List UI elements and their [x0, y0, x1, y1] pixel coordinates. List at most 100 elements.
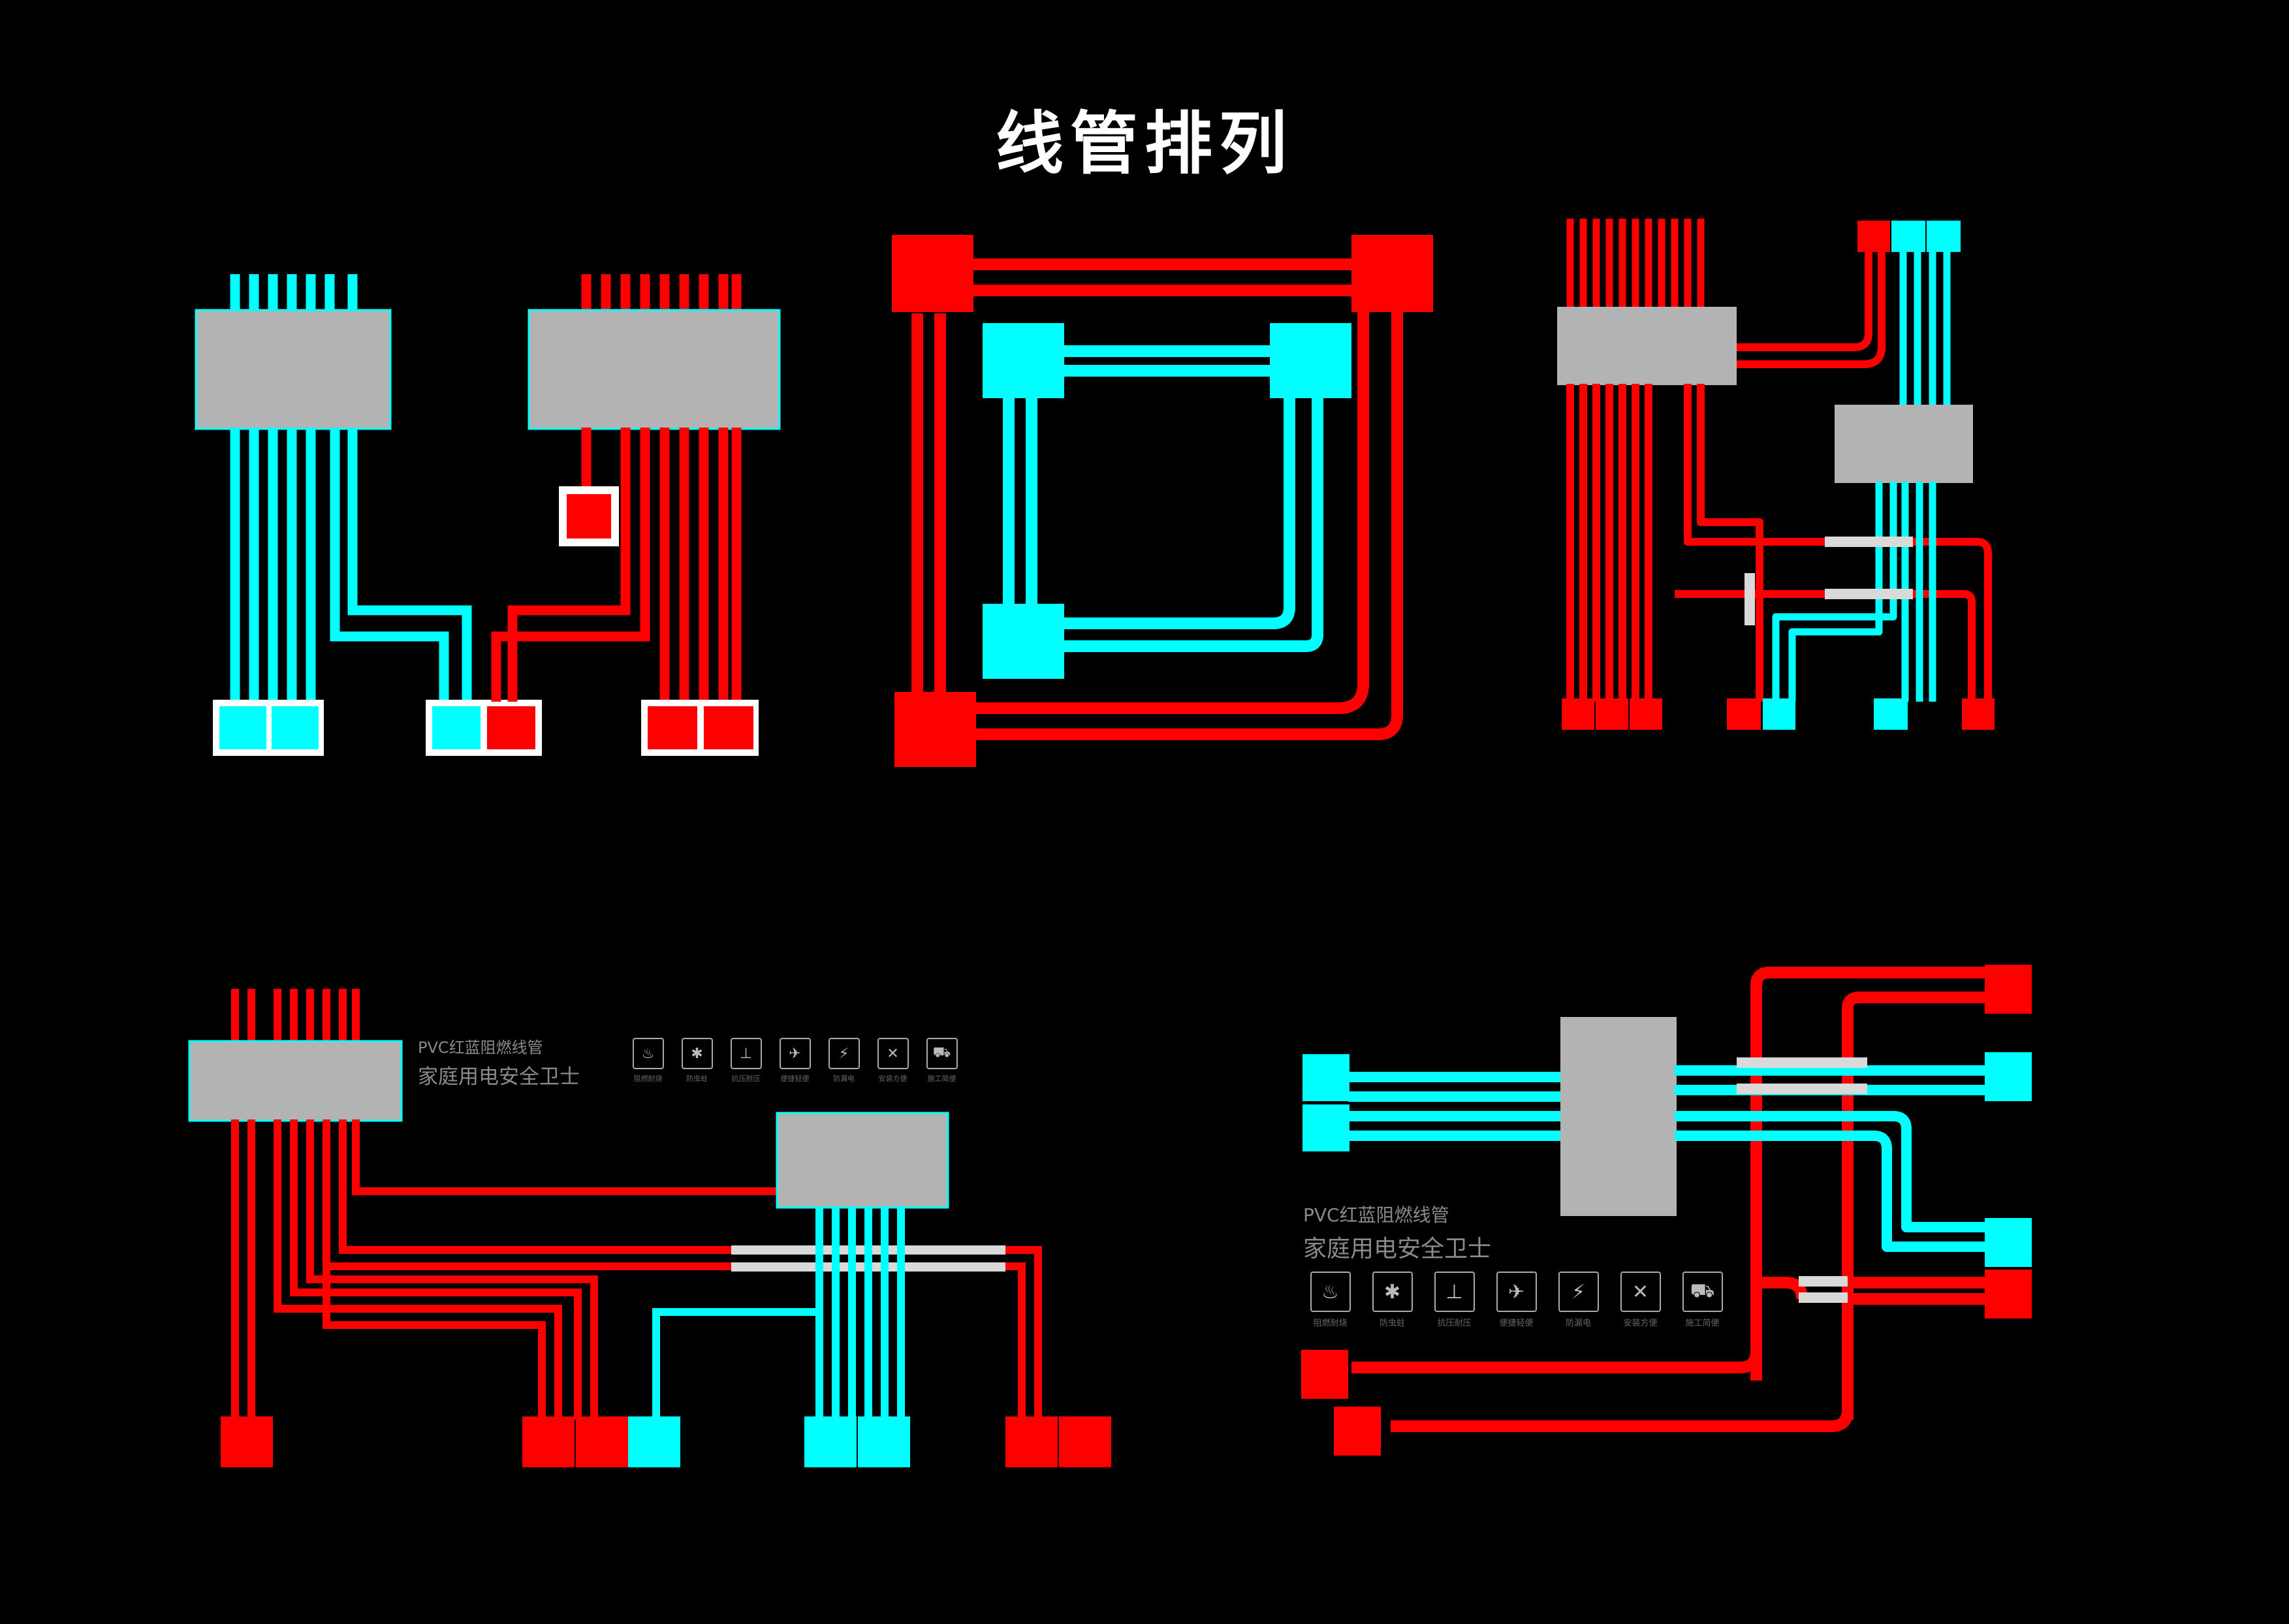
- red-box: [1857, 221, 1890, 252]
- cyan-outlet: [628, 1416, 680, 1467]
- feature-label: 施工简便: [927, 1074, 956, 1083]
- brand-line1: PVC红蓝阻燃线管: [1303, 1204, 1449, 1226]
- brand-line1: PVC红蓝阻燃线管: [418, 1038, 543, 1057]
- brand-text-small: PVC红蓝阻燃线管 家庭用电安全卫士: [418, 1035, 580, 1089]
- red-pipe: [1740, 538, 1992, 702]
- red-box: [1985, 965, 2032, 1014]
- anti-leakage-icon: ⚡: [828, 1038, 860, 1069]
- junction-box: [1560, 1017, 1677, 1216]
- junction-box: [195, 309, 392, 430]
- cyan-box: [1891, 221, 1925, 252]
- red-box: [1351, 235, 1433, 312]
- red-pipe: [339, 1119, 734, 1254]
- red-pipe: [1737, 242, 1886, 368]
- lightweight-icon: ✈: [1496, 1272, 1537, 1312]
- construction-icon: ⛟: [1682, 1272, 1723, 1312]
- junction-box: [1557, 307, 1737, 385]
- brand-line2: 家庭用电安全卫士: [1303, 1236, 1492, 1262]
- red-outlet: [567, 494, 611, 539]
- feature-flame: ♨阻燃耐烧: [624, 1038, 672, 1084]
- feature-pressure: ⊥抗压耐压: [1423, 1272, 1485, 1328]
- red-pipe: [306, 1119, 598, 1420]
- red-outlet: [522, 1416, 575, 1467]
- red-pipe: [1684, 384, 1822, 546]
- junction-box: [1835, 405, 1973, 483]
- cyan-box: [1270, 323, 1351, 398]
- feature-pressure: ⊥ 抗压耐压: [721, 1038, 770, 1084]
- cyan-box: [1985, 1218, 2032, 1267]
- red-pipe: [274, 1119, 562, 1420]
- flame-retardant-icon: ♨: [1310, 1272, 1351, 1312]
- insect-proof-icon: ✱: [681, 1038, 713, 1069]
- feature-construct: ⛟ 施工简便: [1671, 1272, 1733, 1328]
- red-pipe: [491, 428, 650, 702]
- construction-icon: ⛟: [926, 1038, 958, 1069]
- cyan-pipe: [330, 428, 449, 702]
- red-pipe: [1756, 1277, 1808, 1300]
- junction-box: [776, 1112, 949, 1209]
- crossover-sleeve: [1825, 537, 1913, 547]
- feature-insect: ✱防虫蛀: [1361, 1272, 1423, 1328]
- red-outlet: [487, 706, 535, 749]
- crossover-sleeve: [1825, 589, 1913, 599]
- brand-line2: 家庭用电安全卫士: [418, 1065, 580, 1089]
- red-pipe: [1351, 1351, 1762, 1373]
- red-pipe: [734, 1262, 1026, 1420]
- feature-icons-small: ♨阻燃耐烧 ✱防虫蛀 ⊥抗压耐压 ✈便捷轻便 ⚡防漏电 ✕安装方便 ⛟施工简便: [624, 1038, 966, 1084]
- page-title: 线管排列: [995, 104, 1293, 183]
- cyan-box: [983, 323, 1064, 398]
- red-outlet: [576, 1416, 628, 1467]
- red-pipe: [290, 1119, 582, 1420]
- red-box: [892, 235, 973, 312]
- red-box: [1334, 1407, 1381, 1456]
- cyan-box: [1302, 1104, 1350, 1151]
- junction-box: [188, 1040, 403, 1122]
- crossover-sleeve: [1799, 1276, 1848, 1287]
- anti-leakage-icon: ⚡: [1558, 1272, 1599, 1312]
- red-outlet: [648, 706, 697, 749]
- cyan-outlet: [432, 706, 481, 749]
- feature-leak: ⚡防漏电: [1547, 1272, 1609, 1328]
- feature-install: ✕ 安装方便: [1609, 1272, 1671, 1328]
- feature-install: ✕安装方便: [868, 1038, 917, 1084]
- feature-leak: ⚡ 防漏电: [819, 1038, 868, 1084]
- crossover-sleeve: [1744, 573, 1755, 625]
- easy-install-icon: ✕: [1620, 1272, 1661, 1312]
- junction-box: [528, 309, 781, 430]
- pressure-proof-icon: ⊥: [730, 1038, 762, 1069]
- cyan-box: [1985, 1052, 2032, 1101]
- red-outlet: [1727, 698, 1761, 730]
- cyan-pipe: [1064, 398, 1323, 652]
- cyan-box: [983, 604, 1064, 679]
- cyan-outlet: [858, 1416, 910, 1467]
- feature-label: 阻燃耐烧: [633, 1074, 663, 1083]
- red-pipe: [1842, 992, 1985, 1420]
- red-pipe: [1750, 967, 1985, 1381]
- red-outlet: [704, 706, 753, 749]
- cyan-outlet: [804, 1416, 857, 1467]
- red-pipe: [976, 307, 1403, 740]
- feature-label: 防漏电: [833, 1074, 855, 1083]
- red-box: [894, 692, 976, 767]
- red-pipe: [352, 1119, 777, 1195]
- red-pipe: [507, 428, 631, 702]
- crossover-sleeve: [1799, 1292, 1848, 1303]
- pressure-proof-icon: ⊥: [1434, 1272, 1475, 1312]
- red-pipe: [1391, 1409, 1854, 1432]
- red-outlet: [1059, 1416, 1111, 1467]
- feature-icons-large: ♨阻燃耐烧 ✱防虫蛀 ⊥抗压耐压 ✈便捷轻便 ⚡防漏电 ✕安装方便 ⛟施工简便: [1299, 1272, 1733, 1328]
- red-outlet: [1630, 698, 1662, 730]
- easy-install-icon: ✕: [877, 1038, 909, 1069]
- lightweight-icon: ✈: [779, 1038, 811, 1069]
- red-pipe: [323, 1119, 546, 1420]
- cyan-outlet: [1874, 698, 1908, 730]
- cyan-outlet: [219, 706, 266, 749]
- feature-label: 抗压耐压: [731, 1074, 761, 1083]
- feature-label: 施工简便: [1685, 1319, 1720, 1328]
- feature-label: 便捷轻便: [1499, 1319, 1534, 1328]
- feature-label: 安装方便: [1623, 1319, 1658, 1328]
- red-box: [1985, 1270, 2032, 1319]
- red-outlet: [221, 1416, 273, 1467]
- red-pipe: [1737, 242, 1872, 351]
